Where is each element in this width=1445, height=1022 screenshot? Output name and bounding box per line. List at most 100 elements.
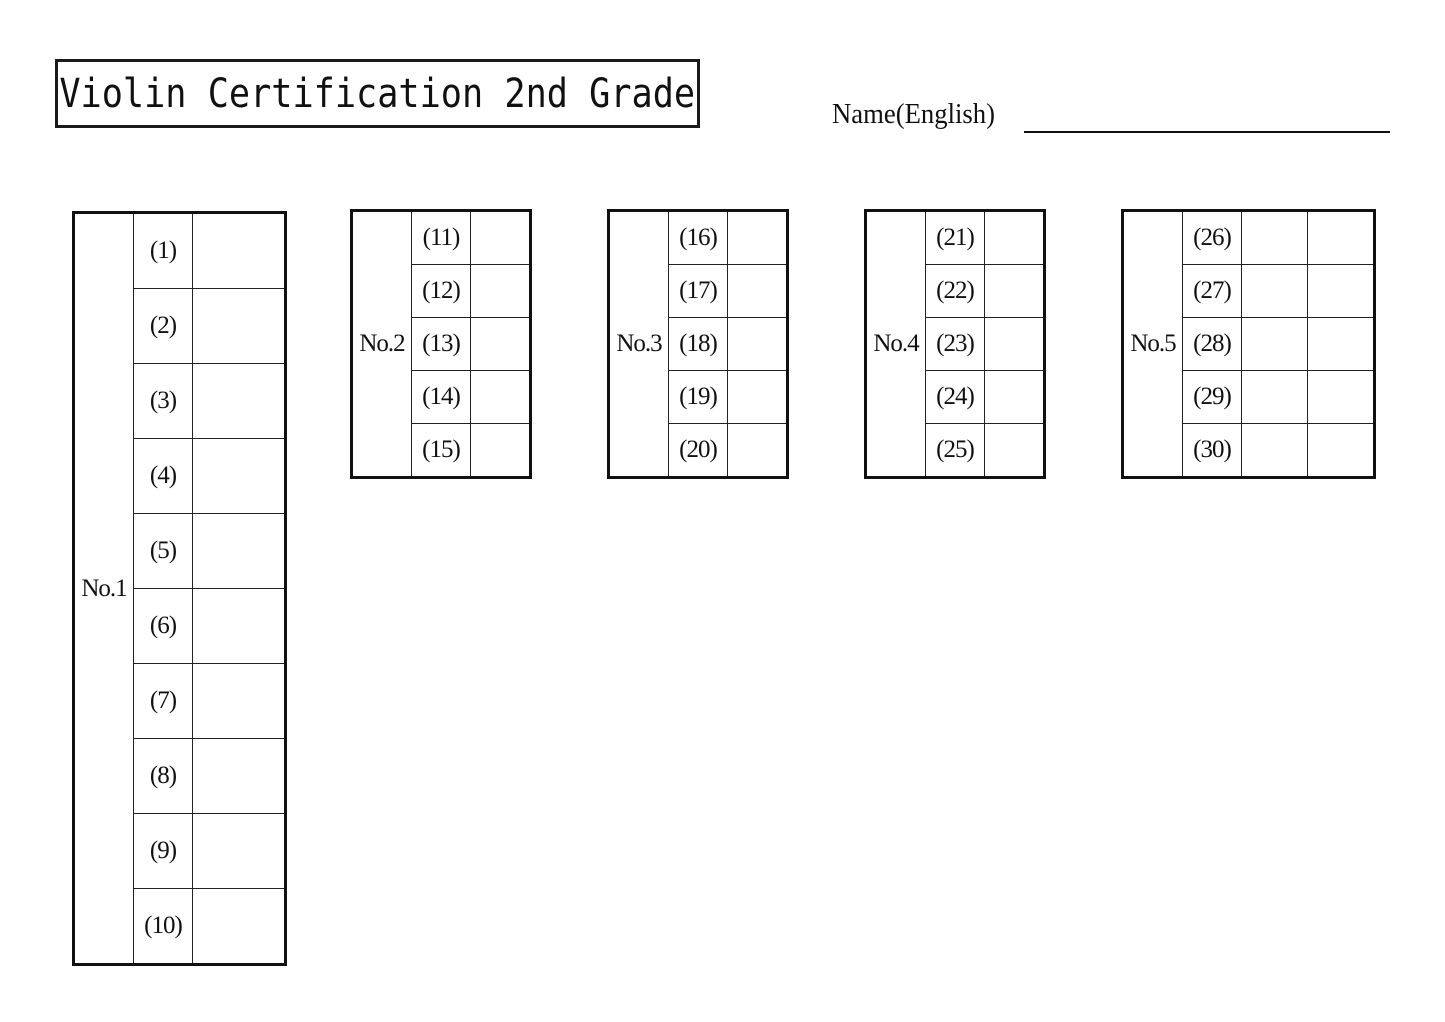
question-row: No.2(11) [351,210,531,478]
answer-cell[interactable] [984,370,1045,424]
answer-cell[interactable] [470,423,531,478]
question-row: (8) [74,738,286,814]
question-row: (22) [866,264,1045,318]
question-number: (2) [133,288,193,364]
question-number: (17) [668,264,728,318]
answer-table-group-4: No.4(21)(22)(23)(24)(25) [864,209,1046,479]
question-row: No.1(1) [73,212,286,965]
question-row: (19) [609,370,788,424]
answer-cell[interactable] [470,210,531,265]
question-number: (30) [1182,423,1242,478]
question-row: (6) [74,588,286,664]
question-row: (18) [609,317,788,371]
question-number: (26) [1182,210,1242,265]
question-row: (20) [609,423,788,478]
question-number: (8) [133,738,193,814]
question-number: (25) [925,423,985,478]
question-number: (29) [1182,370,1242,424]
answer-cell[interactable] [1241,264,1308,318]
answer-table-group-1: No.1(1)(2)(3)(4)(5)(6)(7)(8)(9)(10) [72,211,287,966]
answer-cell[interactable] [1307,264,1375,318]
answer-cell[interactable] [727,264,788,318]
answer-cell[interactable] [727,317,788,371]
question-row: (9) [74,813,286,889]
question-number: (14) [411,370,471,424]
answer-cell[interactable] [192,212,286,289]
question-number: (24) [925,370,985,424]
question-row: (23) [866,317,1045,371]
answer-cell[interactable] [470,317,531,371]
answer-cell[interactable] [727,210,788,265]
question-number: (19) [668,370,728,424]
answer-cell[interactable] [1241,317,1308,371]
answer-cell[interactable] [192,513,286,589]
answer-cell[interactable] [1241,210,1308,265]
answer-cell[interactable] [192,663,286,739]
question-row: (4) [74,438,286,514]
answer-cell[interactable] [1307,370,1375,424]
answer-cell[interactable] [192,738,286,814]
answer-cell[interactable] [192,288,286,364]
question-number: (3) [133,363,193,439]
question-row: (10) [74,888,286,965]
page-title-box: Violin Certification 2nd Grade [55,59,700,128]
question-row: No.3(16) [608,210,788,478]
question-row: (2) [74,288,286,364]
group-label: No.2 [351,210,412,478]
question-row: (7) [74,663,286,739]
question-row: (25) [866,423,1045,478]
answer-cell[interactable] [727,423,788,478]
answer-cell[interactable] [984,423,1045,478]
answer-cell[interactable] [1241,423,1308,478]
answer-cell[interactable] [984,317,1045,371]
question-number: (9) [133,813,193,889]
question-number: (4) [133,438,193,514]
question-number: (18) [668,317,728,371]
question-number: (5) [133,513,193,589]
question-row: (17) [609,264,788,318]
answer-cell[interactable] [192,438,286,514]
answer-cell[interactable] [1307,317,1375,371]
question-number: (13) [411,317,471,371]
group-label: No.5 [1122,210,1183,478]
question-number: (27) [1182,264,1242,318]
answer-cell[interactable] [984,264,1045,318]
group-label: No.3 [608,210,669,478]
page-title: Violin Certification 2nd Grade [59,70,696,117]
name-input-line[interactable] [1024,131,1390,133]
group-label: No.1 [73,212,134,965]
question-row: (5) [74,513,286,589]
question-row: (29) [1123,370,1375,424]
name-label: Name(English) [832,98,995,130]
answer-cell[interactable] [192,588,286,664]
question-row: (12) [352,264,531,318]
question-number: (10) [133,888,193,965]
answer-cell[interactable] [984,210,1045,265]
question-number: (16) [668,210,728,265]
question-number: (21) [925,210,985,265]
question-row: No.5(26) [1122,210,1375,478]
answer-cell[interactable] [192,813,286,889]
question-number: (23) [925,317,985,371]
question-number: (6) [133,588,193,664]
question-number: (22) [925,264,985,318]
question-number: (20) [668,423,728,478]
question-number: (11) [411,210,471,265]
answer-cell[interactable] [192,888,286,965]
answer-cell[interactable] [470,264,531,318]
question-row: (15) [352,423,531,478]
answer-cell[interactable] [1241,370,1308,424]
answer-cell[interactable] [1307,210,1375,265]
answer-cell[interactable] [470,370,531,424]
question-number: (12) [411,264,471,318]
question-row: No.4(21) [865,210,1045,478]
answer-table-group-5: No.5(26)(27)(28)(29)(30) [1121,209,1376,479]
group-label: No.4 [865,210,926,478]
answer-cell[interactable] [1307,423,1375,478]
question-row: (30) [1123,423,1375,478]
question-number: (7) [133,663,193,739]
answer-cell[interactable] [192,363,286,439]
answer-cell[interactable] [727,370,788,424]
answer-table-group-2: No.2(11)(12)(13)(14)(15) [350,209,532,479]
question-row: (13) [352,317,531,371]
